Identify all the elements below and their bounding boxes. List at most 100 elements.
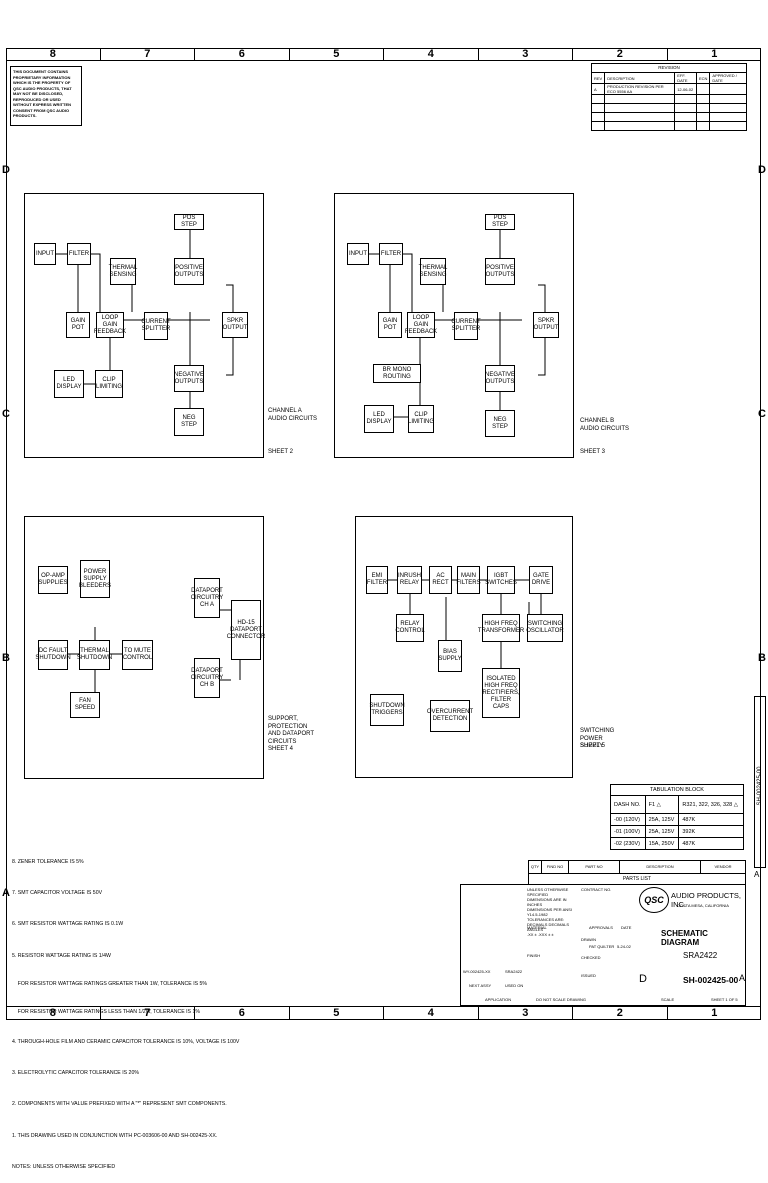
tab-cell: 487K xyxy=(678,837,744,850)
neg-step-block: NEG STEP xyxy=(174,408,204,436)
revision-table: REV DESCRIPTION EFF. DATE ECN APPROVED /… xyxy=(590,72,747,131)
bias-supply-block: BIAS SUPPLY xyxy=(438,640,462,672)
loop-gain-feedback-block: LOOP GAIN FEEDBACK xyxy=(94,312,126,338)
tab-cell: -01 (100V) xyxy=(610,825,646,838)
main-filters-block: MAIN FILTERS xyxy=(456,566,481,594)
note-line: NOTES: UNLESS OTHERWISE SPECIFIED xyxy=(12,1163,116,1170)
note-line: 2. COMPONENTS WITH VALUE PREFIXED WITH A… xyxy=(12,1101,227,1108)
row-label: B xyxy=(2,652,10,664)
negative-outputs-block: NEGATIVE OUTPUTS xyxy=(174,365,204,392)
scale-label: SCALE xyxy=(661,997,675,1002)
zone-marker: 8 xyxy=(6,1007,101,1019)
negative-outputs-block: NEGATIVE OUTPUTS xyxy=(485,365,515,392)
zone-marker: 5 xyxy=(290,48,384,60)
tabulation-block: TABULATION BLOCK DASH NO. F1 △ R321, 322… xyxy=(610,784,744,850)
title-block: UNLESS OTHERWISE SPECIFIED DIMENSIONS AR… xyxy=(460,884,746,1006)
loop-gain-feedback-block: LOOP GAIN FEEDBACK xyxy=(405,312,437,338)
note-line: 8. ZENER TOLERANCE IS 5% xyxy=(12,858,84,865)
tab-cell: 25A, 125V xyxy=(644,813,680,826)
row-label: D xyxy=(2,164,10,176)
zone-marker: 6 xyxy=(195,1007,290,1019)
drawing-size: D xyxy=(639,973,647,985)
approvals-label: APPROVALS xyxy=(589,925,613,930)
tab-header: F1 △ xyxy=(644,795,680,814)
revision-title: REVISION xyxy=(591,63,747,72)
channel-b-sheet: SHEET 3 xyxy=(580,449,605,455)
contract-label: CONTRACT NO. xyxy=(581,887,612,892)
parts-header: FIND NO xyxy=(542,861,569,873)
tab-cell: 392K xyxy=(678,825,744,838)
pos-step-block: POS STEP xyxy=(174,214,204,230)
no-scale-label: DO NOT SCALE DRAWING xyxy=(536,997,587,1002)
zone-marker: 3 xyxy=(479,48,573,60)
led-display-block: LED DISPLAY xyxy=(54,370,84,398)
spkr-output-block: SPKR OUTPUT xyxy=(222,312,248,338)
filter-block: FILTER xyxy=(67,243,91,265)
switching-sheet: SHEET 5 xyxy=(580,743,605,749)
next-assy-label: NEXT ASSY xyxy=(469,983,492,988)
drawing-rev: A xyxy=(739,973,746,983)
zone-marker: 4 xyxy=(384,48,479,60)
drawing-title: SCHEMATIC DIAGRAM xyxy=(661,929,708,947)
parts-header: QTY xyxy=(529,861,542,873)
note-line: 5. RESISTOR WATTAGE RATING IS 1/4W xyxy=(12,953,111,960)
zone-marker: 7 xyxy=(101,1007,195,1019)
dataport-ch-a-block: DATAPORT CIRCUITRY CH A xyxy=(191,578,223,618)
warning-icon: △ xyxy=(656,801,661,808)
side-rev: A xyxy=(754,870,760,879)
zone-markers-bottom: 8 7 6 5 4 3 2 1 xyxy=(6,1006,761,1019)
zone-marker: 2 xyxy=(573,48,668,60)
application-label: APPLICATION xyxy=(485,997,512,1002)
used-on-value: SRA2422 xyxy=(505,969,523,974)
drawing-number: SH-002425-00 xyxy=(683,975,739,985)
row-label: B xyxy=(758,652,766,664)
hd15-connector-block: HD-15 DATAPORT CONNECTOR xyxy=(227,600,265,660)
dataport-ch-b-block: DATAPORT CIRCUITRY CH B xyxy=(191,658,223,698)
note-line: 6. SMT RESISTOR WATTAGE RATING IS 0.1W xyxy=(12,921,124,928)
drawn-by: PAT QUILTER xyxy=(589,944,615,949)
tab-cell: 25A, 125V xyxy=(644,825,680,838)
neg-step-block: NEG STEP xyxy=(485,410,515,437)
rev-header: DESCRIPTION xyxy=(604,72,676,84)
drawing-model: SRA2422 xyxy=(683,951,718,960)
thermal-sensing-block: THERMAL SENSING xyxy=(109,258,137,285)
note-line: 7. SMT CAPACITOR VOLTAGE IS 50V xyxy=(12,890,103,897)
rev-cell: PRODUCTION REVISION PER ECO 5556 AA xyxy=(604,83,676,95)
rev-cell: 12-06-02 xyxy=(674,83,697,95)
clip-limiting-block: CLIP LIMITING xyxy=(95,370,123,398)
gain-pot-block: GAIN POT xyxy=(378,312,402,338)
clip-limiting-block: CLIP LIMITING xyxy=(408,405,434,433)
input-block: INPUT xyxy=(34,243,56,265)
switching-panel xyxy=(355,516,573,778)
material-label: MATERIAL xyxy=(527,925,547,930)
switching-oscillator-block: SWITCHING OSCILLATOR xyxy=(526,614,564,642)
note-line: FOR RESISTOR WATTAGE RATINGS GREATER THA… xyxy=(12,981,208,988)
parts-header: VENDOR xyxy=(714,864,732,869)
support-panel xyxy=(24,516,264,779)
op-amp-supplies-block: OP-AMP SUPPLIES xyxy=(38,566,68,594)
pos-step-block: POS STEP xyxy=(485,214,515,230)
positive-outputs-block: POSITIVE OUTPUTS xyxy=(174,258,204,285)
thermal-sensing-block: THERMAL SENSING xyxy=(419,258,447,285)
company-name: AUDIO PRODUCTS, INC. xyxy=(671,891,742,909)
relay-control-block: RELAY CONTROL xyxy=(395,614,425,642)
tab-cell: -00 (120V) xyxy=(610,813,646,826)
power-supply-bleeders-block: POWER SUPPLY BLEEDERS xyxy=(79,560,111,598)
parts-header: PART NO xyxy=(569,861,620,873)
zone-marker: 1 xyxy=(711,1007,718,1019)
parts-list: QTY FIND NO PART NO DESCRIPTION VENDOR P… xyxy=(528,860,746,885)
drawn-label: DRAWN xyxy=(581,937,596,942)
input-block: INPUT xyxy=(347,243,369,265)
finish-label: FINISH xyxy=(527,953,541,958)
current-splitter-block: CURRENT SPLITTER xyxy=(141,312,171,340)
drawn-date: 5-24-02 xyxy=(617,944,631,949)
row-label: C xyxy=(2,408,10,420)
gate-drive-block: GATE DRIVE xyxy=(529,566,553,594)
parts-header: DESCRIPTION xyxy=(620,861,701,873)
warning-icon: △ xyxy=(733,801,738,808)
to-mute-control-block: TO MUTE CONTROL xyxy=(122,640,153,670)
proprietary-notice: THIS DOCUMENT CONTAINS PROPRIETARY INFOR… xyxy=(10,66,82,126)
rev-header: APPROVED / DATE xyxy=(709,72,747,84)
next-assy-value: WY-002425-XX xyxy=(463,969,491,974)
support-caption: SUPPORT, PROTECTION AND DATAPORT CIRCUIT… xyxy=(268,716,315,745)
